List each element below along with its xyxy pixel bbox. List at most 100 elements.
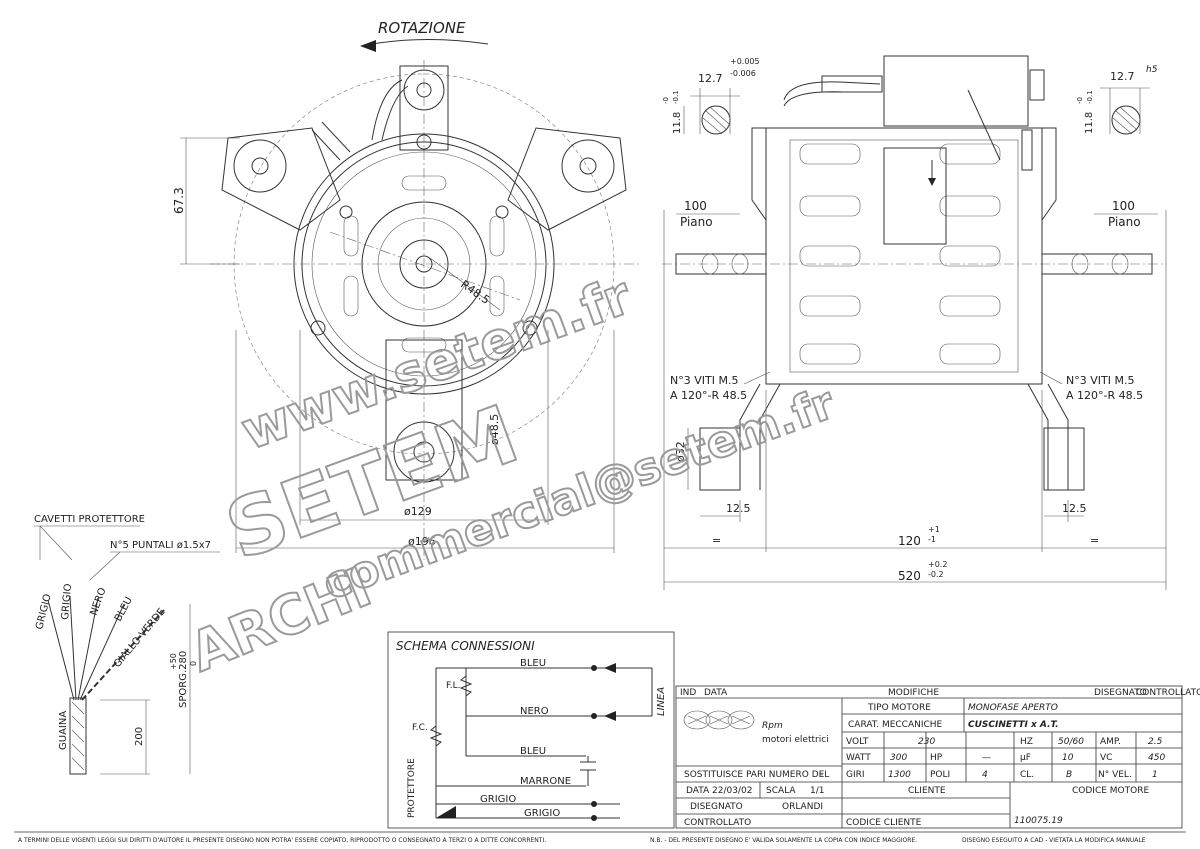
nvel-label: N° VEL. [1098, 770, 1132, 780]
uf-value: 10 [1062, 753, 1074, 763]
codice-cliente-label: CODICE CLIENTE [846, 818, 922, 828]
flat-tol-bottom-left: -0.1 [672, 90, 680, 104]
cables-view: CAVETTI PROTETTORE N°5 PUNTALI ø1.5x7 GR… [34, 514, 380, 775]
tb-header-controllato: CONTROLLATO [1136, 688, 1200, 698]
shaft-dia-right: 12.7 [1110, 70, 1135, 83]
amp-label: AMP. [1100, 737, 1121, 747]
hz-label: HZ [1020, 737, 1033, 747]
poli-value: 4 [982, 770, 988, 780]
watermark: www.setem.fr SETEM commercial@setem.fr [214, 265, 843, 612]
vc-value: 450 [1148, 753, 1165, 763]
hp-label: HP [930, 753, 943, 763]
disegnato-value: ORLANDI [782, 802, 823, 812]
dim-dia-129: ø129 [404, 505, 432, 518]
dim-120-tol-bottom: -1 [928, 535, 936, 544]
schema-wire-1: BLEU [520, 658, 546, 669]
plane-left-value: 100 [684, 199, 707, 213]
sheath-label: GUAINA [58, 711, 69, 750]
scala-label: SCALA [766, 786, 796, 796]
dim-12-5-right: 12.5 [1062, 502, 1087, 515]
watt-label: WATT [846, 753, 871, 763]
volt-value: 230 [918, 737, 935, 747]
front-view: ROTAZIONE [172, 19, 640, 560]
footer-left: A TERMINI DELLE VIGENTI LEGGI SUI DIRITT… [18, 837, 546, 844]
tb-header-modifiche: MODIFICHE [888, 688, 939, 698]
cliente-label: CLIENTE [908, 786, 946, 796]
dim-dia-196: ø196 [408, 535, 436, 548]
side-view: 12.7 +0.005 -0.006 11.8 -0 -0.1 12.7 h5 … [662, 55, 1167, 590]
dim-12-5-left: 12.5 [726, 502, 751, 515]
flat-tol-top-right: -0 [1076, 97, 1084, 104]
fl-label: F.L. [446, 681, 460, 691]
nvel-value: 1 [1152, 770, 1158, 780]
shaft-tol-h5: h5 [1146, 65, 1158, 75]
screws-right-line2: A 120°-R 48.5 [1066, 389, 1143, 402]
codice-motore-label: CODICE MOTORE [1072, 786, 1149, 796]
giri-label: GIRI [846, 770, 865, 780]
rotation-arrow-icon [360, 40, 376, 52]
dim-520: 520 [898, 569, 921, 583]
cl-value: B [1066, 770, 1072, 780]
brand-logo [683, 710, 755, 730]
tipo-motore-value: MONOFASE APERTO [968, 703, 1058, 713]
dim-eq-left: = [712, 534, 721, 547]
cl-label: CL. [1020, 770, 1034, 780]
tb-header-disegnato: DISEGNATO [1094, 688, 1147, 698]
radius-label: R48.5 [458, 278, 492, 307]
wire-label-3: NERO [88, 586, 108, 617]
tb-header-data: DATA [704, 688, 728, 698]
shaft-tol-top: +0.005 [730, 57, 760, 66]
overhang-tol-top: +50 [169, 653, 178, 670]
brand-subtitle: motori elettrici [762, 735, 829, 745]
flat-tol-top-left: -0 [662, 97, 670, 104]
footer-middle: N.B. - DEL PRESENTE DISEGNO E' VALIDA SO… [650, 837, 917, 844]
protector-label: PROTETTORE [407, 758, 417, 818]
rotation-label: ROTAZIONE [378, 19, 466, 37]
plane-right-label: Piano [1108, 215, 1141, 229]
shaft-tol-bottom: -0.006 [730, 69, 756, 78]
schema-wire-6: GRIGIO [524, 808, 560, 819]
schema-wire-3: BLEU [520, 746, 546, 757]
dim-67-3: 67.3 [172, 187, 186, 214]
tipo-motore-label: TIPO MOTORE [867, 703, 931, 713]
screws-left-line2: A 120°-R 48.5 [670, 389, 747, 402]
disegnato-label: DISEGNATO [690, 802, 743, 812]
flat-tol-bottom-right: -0.1 [1086, 90, 1094, 104]
amp-value: 2.5 [1148, 737, 1163, 747]
plane-left-label: Piano [680, 215, 713, 229]
screws-right-line1: N°3 VITI M.5 [1066, 374, 1134, 387]
schema-wire-4: MARRONE [520, 776, 571, 787]
dim-eq-right: = [1090, 534, 1099, 547]
tb-header-ind: IND [680, 688, 696, 698]
overhang-label: SPORG.280 [178, 651, 189, 708]
uf-label: µF [1020, 753, 1031, 763]
brand-name: Rpm [762, 721, 783, 731]
data-value: 22/03/02 [712, 786, 752, 796]
schema-wire-2: NERO [520, 706, 549, 717]
fc-label: F.C. [412, 723, 428, 733]
poli-label: POLI [930, 770, 950, 780]
shaft-dia-left: 12.7 [698, 72, 723, 85]
footer: A TERMINI DELLE VIGENTI LEGGI SUI DIRITT… [14, 831, 1186, 844]
terminals-label: N°5 PUNTALI ø1.5x7 [110, 540, 211, 551]
schema-title: SCHEMA CONNESSIONI [396, 639, 535, 653]
data-label: DATA [686, 786, 710, 796]
cable-length: 200 [134, 727, 145, 746]
controllato-label: CONTROLLATO [684, 818, 751, 828]
flat-dim-left: 11.8 [672, 112, 683, 134]
dim-dia-32: ø32 [674, 441, 687, 462]
carat-value: CUSCINETTI x A.T. [968, 720, 1059, 730]
plane-right-value: 100 [1112, 199, 1135, 213]
hp-value: — [982, 753, 991, 763]
screws-left-line1: N°3 VITI M.5 [670, 374, 738, 387]
footer-right: DISEGNO ESEGUITO A CAD - VIETATA LA MODI… [962, 837, 1146, 844]
schema-wire-5: GRIGIO [480, 794, 516, 805]
carat-label: CARAT. MECCANICHE [848, 720, 943, 730]
sostituisce-label: SOSTITUISCE PARI NUMERO DEL [684, 770, 829, 780]
sostituisce-value: - [820, 770, 823, 780]
scala-value: 1/1 [810, 786, 824, 796]
line-label: LINEA [656, 687, 667, 716]
dim-520-tol-bottom: -0.2 [928, 570, 944, 579]
watt-value: 300 [890, 753, 907, 763]
